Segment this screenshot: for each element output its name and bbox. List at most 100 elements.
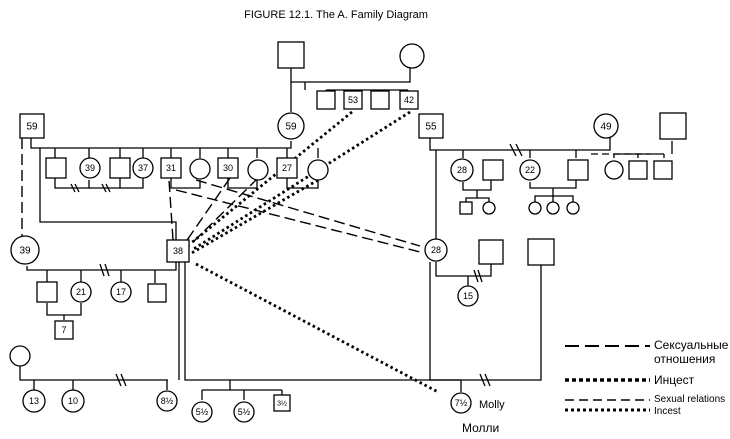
male-symbol [399, 90, 419, 110]
female-symbol [10, 235, 40, 265]
marriage-line [227, 178, 258, 189]
female-symbol [519, 159, 541, 181]
person-age: 31 [166, 163, 176, 173]
marriage-line [46, 303, 82, 316]
person-c8-circle [247, 159, 269, 181]
person-age: 27 [282, 163, 292, 173]
person-age: 7 [61, 325, 66, 335]
female-symbol [132, 157, 154, 179]
female-symbol [424, 238, 448, 262]
descent-line [184, 262, 461, 381]
male-symbol [343, 90, 363, 110]
person-r-gc-c3 [546, 201, 560, 215]
divorce-mark [484, 373, 491, 387]
person-age: 30 [223, 163, 233, 173]
person-r-49: 49 [593, 113, 619, 139]
person-age: 39 [85, 163, 95, 173]
legend-label: Sexual relations [654, 394, 725, 405]
male-symbol [36, 281, 58, 303]
female-symbol [79, 157, 101, 179]
marriage-line [461, 262, 542, 381]
male-symbol [147, 283, 167, 303]
person-child-13: 13 [22, 389, 46, 413]
person-sib-53: 53 [343, 90, 363, 110]
divorce-mark [477, 269, 483, 283]
person-c2-39: 39 [79, 157, 101, 179]
female-symbol [593, 113, 619, 139]
person-age: 59 [285, 122, 297, 133]
divorce-mark [120, 373, 127, 387]
female-symbol [9, 345, 31, 367]
female-symbol [277, 112, 305, 140]
person-l-sq-a [36, 281, 58, 303]
person-c7-30: 30 [217, 157, 239, 179]
person-sib-3 [370, 90, 390, 110]
male-symbol [109, 157, 131, 179]
person-gp-top-mother [399, 43, 425, 69]
person-woman-28: 28 [424, 238, 448, 262]
sexual-relation-line [184, 177, 259, 251]
person-age: 13 [29, 396, 39, 406]
incest-line [189, 178, 319, 256]
male-symbol [659, 112, 687, 140]
marriage-line [429, 138, 611, 151]
person-child-3h: 3½ [273, 394, 291, 412]
male-symbol [628, 160, 648, 180]
person-r-55: 55 [418, 113, 444, 139]
descent-line [429, 262, 461, 381]
male-symbol [567, 159, 589, 181]
incest-line [195, 262, 439, 394]
person-child-8h: 8½ [156, 390, 178, 412]
male-symbol [527, 238, 555, 266]
divorce-mark [104, 263, 110, 277]
female-symbol [156, 390, 178, 412]
person-age: 3½ [277, 400, 287, 408]
female-symbol [399, 43, 425, 69]
person-r-gc-sq [459, 201, 473, 215]
person-age: 22 [525, 165, 535, 175]
person-age: 39 [19, 246, 31, 257]
marriage-line [290, 55, 411, 83]
marriage-line [529, 180, 577, 189]
person-r-sq-a [482, 159, 504, 181]
person-age: 15 [463, 291, 473, 301]
female-symbol [247, 159, 269, 181]
person-sib-42: 42 [399, 90, 419, 110]
male-symbol [273, 394, 291, 412]
person-age: 8½ [161, 396, 174, 406]
female-symbol [189, 158, 211, 180]
legend-item: Sexual relations [565, 394, 725, 405]
person-age: 10 [68, 396, 78, 406]
marriage-line [170, 178, 201, 189]
person-age: 55 [425, 122, 437, 133]
divorce-mark [509, 143, 517, 157]
person-l-17: 17 [110, 281, 132, 303]
person-age: 5½ [238, 407, 251, 417]
person-age: 42 [404, 95, 414, 105]
person-sib-1 [316, 90, 336, 110]
person-age: 5½ [196, 407, 209, 417]
person-age: 49 [600, 122, 612, 133]
incest-line [191, 110, 411, 252]
person-father-59: 59 [19, 113, 45, 139]
person-c3-square [109, 157, 131, 179]
male-symbol [418, 113, 444, 139]
legend-item: Инцест [565, 373, 695, 387]
marriage-line [435, 262, 492, 277]
divorce-mark [515, 143, 523, 157]
incest-line [189, 110, 353, 246]
divorce-mark [473, 269, 479, 283]
male-symbol [166, 239, 190, 263]
male-symbol [19, 113, 45, 139]
person-age: 28 [457, 165, 467, 175]
descent-line [553, 195, 574, 202]
person-age: 17 [116, 287, 126, 297]
female-symbol [457, 285, 479, 307]
person-r-28: 28 [450, 158, 474, 182]
person-index-38: 38 [166, 239, 190, 263]
person-age: 7½ [455, 398, 468, 408]
male-symbol [54, 320, 74, 340]
person-c10-circle [307, 159, 329, 181]
